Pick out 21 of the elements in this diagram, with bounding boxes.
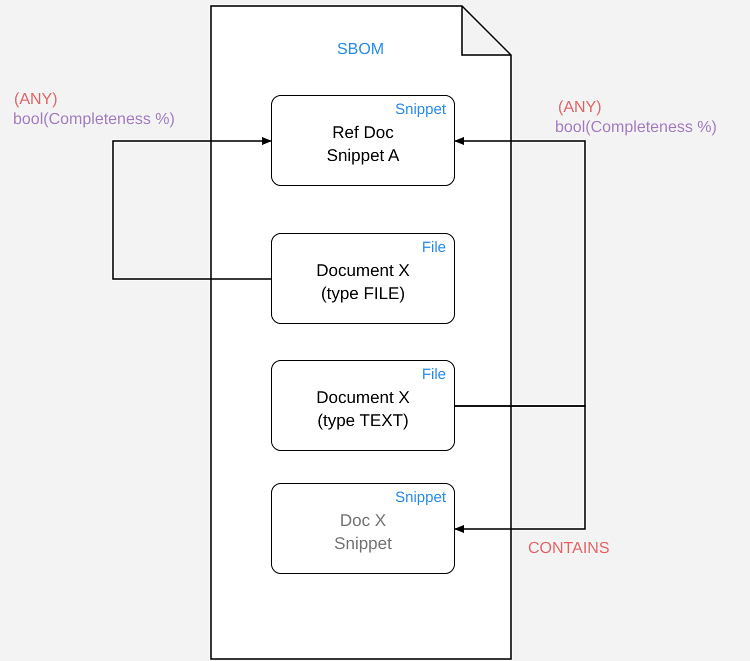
component-name: Document X (type TEXT) [315,386,411,432]
type-tag: File [422,366,446,383]
component-name: Ref Doc Snippet A [326,121,400,166]
connector-arrow [454,137,586,407]
cardinality-label: (ANY) [558,99,602,117]
function-label: bool(Completeness %) [13,111,175,129]
component-box [271,95,455,186]
connector-arrow [112,137,272,280]
document-title: SBOM [337,41,384,59]
type-tag: File [422,239,446,256]
component-name: Document X (type FILE) [315,259,411,304]
function-label: bool(Completeness %) [555,119,717,137]
component-box [271,483,455,574]
component-name: Doc X Snippet [333,509,393,554]
type-tag: Snippet [395,489,446,506]
component-box [271,360,455,451]
component-box [271,233,455,324]
connector-arrow [454,405,586,533]
type-tag: Snippet [395,101,446,118]
cardinality-label: (ANY) [14,91,58,109]
document-shape [210,5,512,660]
